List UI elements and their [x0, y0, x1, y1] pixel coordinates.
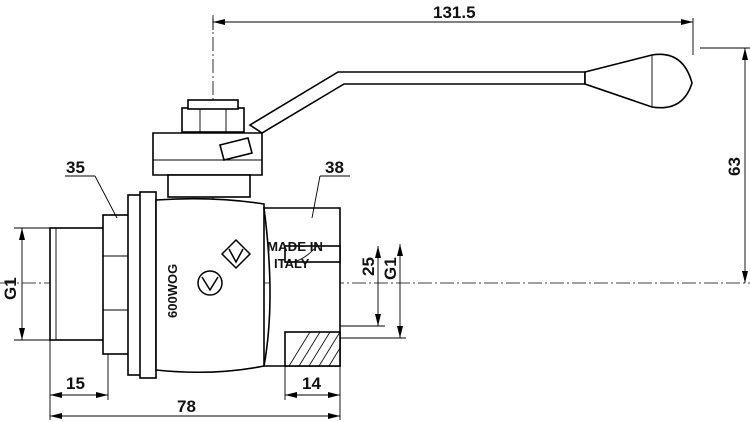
dim-thread-left: G1 — [1, 277, 20, 300]
lever-handle — [152, 53, 693, 198]
leader-label-38: 38 — [325, 158, 344, 177]
origin-marking-line2: ITALY — [274, 256, 310, 271]
pressure-rating: 600WOG — [165, 264, 180, 318]
dim-thread-right: G1 — [381, 257, 400, 280]
dim-overall-length: 131.5 — [433, 3, 476, 22]
valve-body — [49, 191, 341, 379]
flow-mark-icon — [197, 270, 223, 296]
dim-body-length: 78 — [177, 397, 196, 416]
dim-inner-25: 25 — [359, 257, 378, 276]
section-hatch — [284, 244, 341, 367]
brand-logo-icon — [220, 238, 252, 270]
leader-label-35: 35 — [66, 158, 85, 177]
dim-male-thread-length: 15 — [66, 374, 85, 393]
dimension-lines — [14, 18, 750, 420]
dim-female-thread-length: 14 — [302, 374, 321, 393]
dim-height: 63 — [725, 157, 744, 176]
origin-marking-line1: MADE IN — [267, 239, 323, 254]
